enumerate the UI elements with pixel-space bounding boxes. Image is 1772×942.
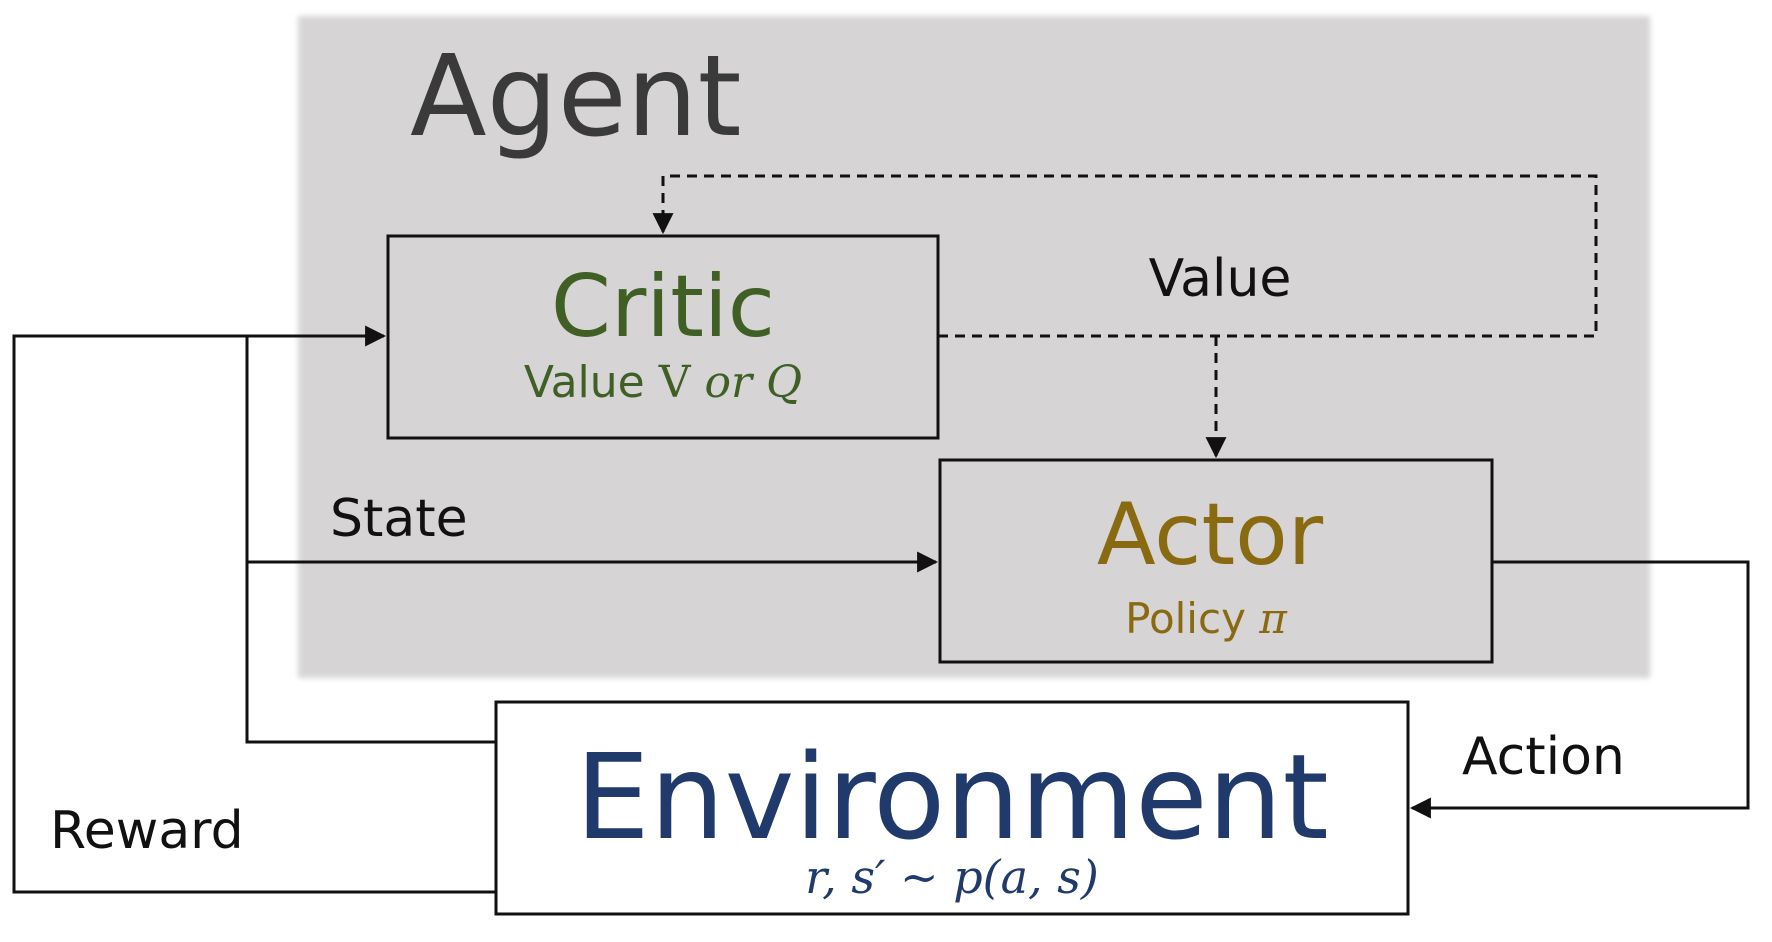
state-label: State bbox=[330, 489, 468, 549]
actor-subtitle: Policy π bbox=[1125, 594, 1288, 643]
state-line bbox=[245, 336, 496, 744]
value-label: Value bbox=[1149, 249, 1292, 309]
critic-title: Critic bbox=[551, 257, 775, 357]
value-feedback-loop-arrow bbox=[652, 174, 1598, 338]
critic-subtitle-prefix: Value bbox=[524, 357, 659, 408]
actor-box bbox=[938, 458, 1494, 664]
critic-subtitle-rest: or Q bbox=[691, 357, 803, 408]
critic-subtitle: Value V or Q bbox=[524, 357, 802, 408]
agent-label: Agent bbox=[410, 32, 742, 162]
actor-title: Actor bbox=[1097, 485, 1324, 585]
action-arrow bbox=[1409, 560, 1750, 819]
environment-title: Environment bbox=[575, 728, 1328, 866]
reward-label: Reward bbox=[50, 801, 244, 861]
actor-subtitle-prefix: Policy bbox=[1125, 594, 1259, 643]
critic-box bbox=[386, 234, 940, 440]
environment-box bbox=[494, 700, 1410, 916]
environment-formula: r, s′ ~ p(a, s) bbox=[805, 850, 1099, 904]
action-label: Action bbox=[1462, 727, 1625, 787]
critic-subtitle-v: V bbox=[658, 357, 692, 408]
actor-subtitle-pi: π bbox=[1258, 594, 1288, 643]
reward-arrow bbox=[12, 325, 496, 894]
